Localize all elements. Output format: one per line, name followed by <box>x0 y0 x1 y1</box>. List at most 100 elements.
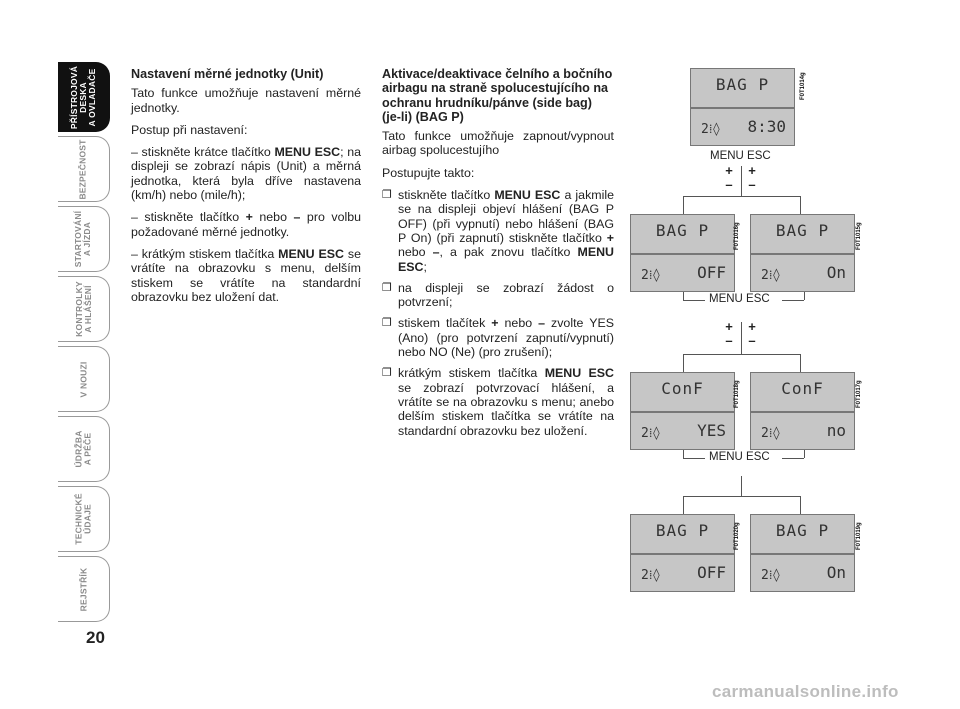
text: ; <box>423 259 427 274</box>
minus-label: – <box>725 177 733 192</box>
unit-section: Nastavení měrné jednotky (Unit) Tato fun… <box>131 67 361 312</box>
lcd-display: BAG P 2⁞◊ OFF <box>630 214 735 292</box>
text: ; na displeji se zobrazí nápis (Unit) a … <box>131 145 362 203</box>
menu-esc-label: MENU ESC <box>710 150 771 162</box>
connector-line <box>800 196 801 214</box>
connector-line <box>683 354 800 355</box>
lcd-display: BAG P 2⁞◊ 8:30 <box>690 68 795 146</box>
section-heading: Aktivace/deaktivace čelního a bočního ai… <box>382 67 613 124</box>
key-name: + <box>245 210 253 225</box>
text: na displeji se zobrazí žádost o potvrzen… <box>398 280 614 310</box>
key-name: MENU ESC <box>274 145 341 160</box>
figure-code: F0T1017g <box>856 380 862 408</box>
menu-esc-label: MENU ESC <box>709 451 770 463</box>
text: nebo <box>252 210 294 225</box>
lcd-display: BAG P 2⁞◊ On <box>750 214 855 292</box>
connector-line <box>683 354 684 372</box>
display-icon: 2⁞◊ <box>701 122 721 137</box>
display-top-text: BAG P <box>715 75 770 94</box>
figure-code: F0T1015g <box>856 222 862 250</box>
display-value: On <box>826 563 846 582</box>
key-name: + <box>606 230 614 245</box>
connector-line <box>804 292 805 300</box>
text: , a pak znovu tlačítko <box>439 245 578 260</box>
connector-line <box>741 166 742 196</box>
bag-section: Aktivace/deaktivace čelního a bočního ai… <box>382 67 614 445</box>
connector-line <box>782 300 804 301</box>
lcd-display: ConF 2⁞◊ no <box>750 372 855 450</box>
key-name: MENU ESC <box>494 188 561 203</box>
tab-kontrolky[interactable]: KONTROLKY A HLÁŠENÍ <box>58 276 110 342</box>
connector-line <box>683 450 684 458</box>
text: se vrátíte na obrazovku s menu, delším s… <box>131 246 362 304</box>
menu-esc-label: MENU ESC <box>709 293 770 305</box>
text: a jakmile se na displeji objeví hlášení … <box>398 188 614 245</box>
display-value: On <box>826 263 846 282</box>
paragraph: Postupujte takto: <box>382 165 475 180</box>
tab-rejstrik[interactable]: REJSTŘÍK <box>58 556 110 622</box>
display-icon: 2⁞◊ <box>761 426 781 441</box>
figure-code: F0T1018g <box>734 380 740 408</box>
display-top-text: ConF <box>781 379 824 398</box>
text: stiskem tlačítek <box>398 316 492 331</box>
key-name: MENU ESC <box>398 245 614 274</box>
figure-code: F0T1019g <box>856 522 862 550</box>
tab-label: REJSTŘÍK <box>77 567 88 611</box>
display-value: YES <box>697 421 726 440</box>
connector-line <box>782 458 804 459</box>
display-divider <box>631 553 734 555</box>
lcd-display: BAG P 2⁞◊ OFF <box>630 514 735 592</box>
tab-pristrojova-deska[interactable]: PŘÍSTROJOVÁ DESKA A OVLADAČE <box>58 62 110 132</box>
display-icon: 2⁞◊ <box>641 568 661 583</box>
display-top-text: ConF <box>661 379 704 398</box>
key-name: – <box>538 316 546 331</box>
display-top-text: BAG P <box>775 521 830 540</box>
connector-line <box>683 496 800 497</box>
tab-technicke-udaje[interactable]: TECHNICKÉ ÚDAJE <box>58 486 110 552</box>
step-list: stiskněte tlačítko MENU ESC a jakmile se… <box>382 188 614 438</box>
paragraph: Postup při nastavení: <box>131 122 248 137</box>
text: krátkým stiskem tlačítka <box>398 366 545 381</box>
connector-line <box>800 496 801 514</box>
plus-label: + <box>725 319 733 334</box>
paragraph: Tato funkce umožňuje nastavení měrné jed… <box>131 86 361 115</box>
text: – krátkým stiskem tlačítka <box>131 246 279 261</box>
display-value: OFF <box>697 563 726 582</box>
tab-startovani[interactable]: STARTOVÁNÍ A JÍZDA <box>58 206 110 272</box>
tab-bezpecnost[interactable]: BEZPEČNOST <box>58 136 110 202</box>
step: – krátkým stiskem tlačítka MENU ESC se v… <box>131 247 361 304</box>
display-divider <box>751 553 854 555</box>
connector-line <box>800 354 801 372</box>
display-divider <box>751 411 854 413</box>
text: – stiskněte krátce tlačítko <box>131 145 275 160</box>
tab-label: V NOUZI <box>78 361 88 397</box>
text: nebo <box>398 245 433 260</box>
display-value: 8:30 <box>747 117 786 136</box>
connector-line <box>683 292 684 300</box>
section-heading: Nastavení měrné jednotky (Unit) <box>131 67 324 81</box>
watermark-footer: carmanualsonline.info <box>712 682 899 701</box>
tab-udrzba[interactable]: ÚDRŽBA A PÉČE <box>58 416 110 482</box>
minus-label: – <box>725 333 733 348</box>
plus-label: + <box>748 319 756 334</box>
step: – stiskněte tlačítko + nebo – pro volbu … <box>131 210 361 239</box>
text: zvolte YES (Ano) (pro potvrzení zapnutí/… <box>398 316 614 360</box>
figure-code: F0T1016g <box>734 222 740 250</box>
step: – stiskněte krátce tlačítko MENU ESC; na… <box>131 145 361 202</box>
key-name: – <box>293 210 301 225</box>
connector-line <box>683 196 800 197</box>
menu-flow-diagram: BAG P 2⁞◊ 8:30 F0T1014g MENU ESC + – + –… <box>620 60 870 600</box>
lcd-display: ConF 2⁞◊ YES <box>630 372 735 450</box>
key-name: MENU ESC <box>544 366 614 381</box>
display-value: no <box>826 421 846 440</box>
tab-v-nouzi[interactable]: V NOUZI <box>58 346 110 412</box>
key-name: + <box>491 316 499 331</box>
display-top-text: BAG P <box>655 521 710 540</box>
connector-line <box>683 458 705 459</box>
display-divider <box>631 411 734 413</box>
paragraph: Tato funkce umožňuje zapnout/vypnout air… <box>382 129 614 158</box>
connector-line <box>741 322 742 354</box>
tab-label: BEZPEČNOST <box>78 138 88 200</box>
list-item: stiskem tlačítek + nebo – zvolte YES (An… <box>382 316 614 359</box>
key-name: MENU ESC <box>278 246 345 261</box>
